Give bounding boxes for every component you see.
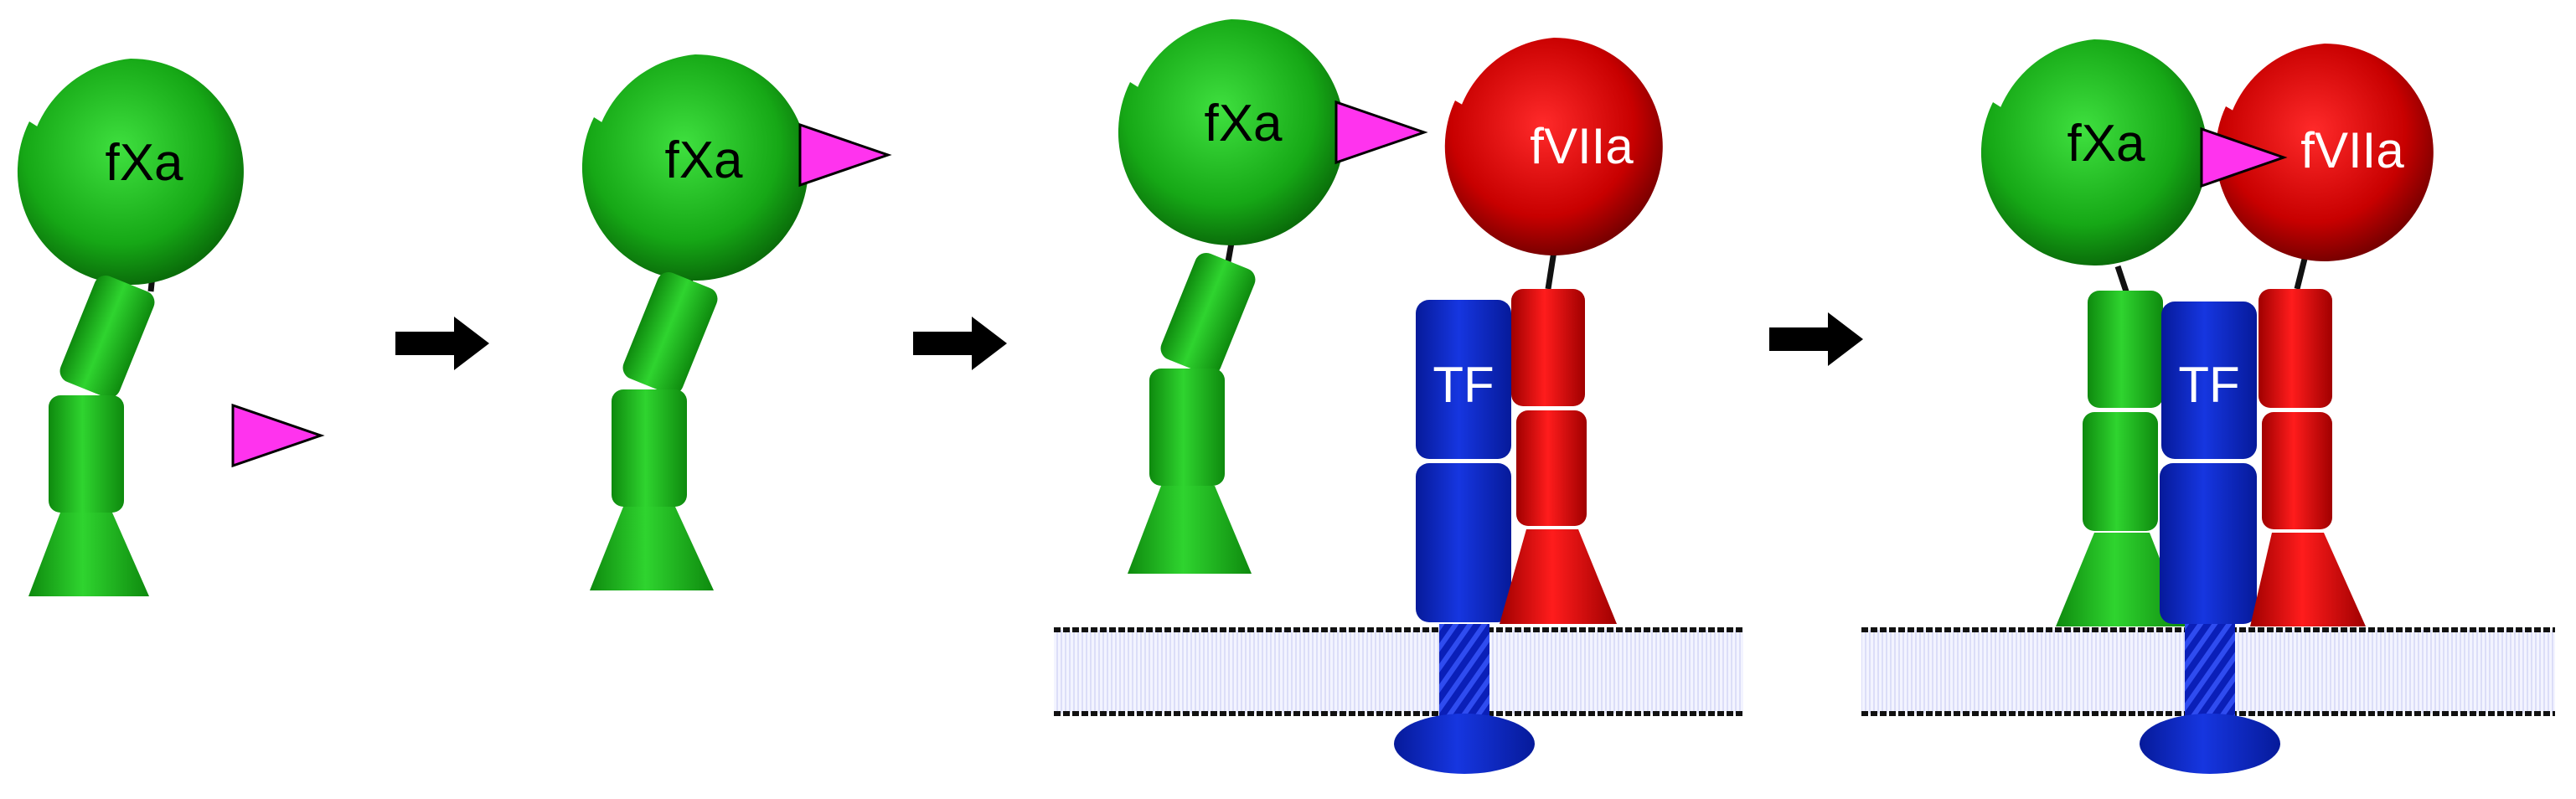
tf-cytoplasmic-tail (1394, 714, 1535, 774)
fxa-label: fXa (664, 131, 743, 189)
tf-label: TF (2178, 357, 2239, 413)
tf-domain-2 (2160, 463, 2257, 624)
arrow-1 (395, 317, 489, 370)
linker (2114, 265, 2129, 293)
tf-cytoplasmic-tail (2140, 714, 2280, 774)
tf-transmembrane-helix (1439, 624, 1489, 716)
fxa-egf-domain-2 (49, 395, 124, 513)
fxa-egf-domain-2 (612, 389, 687, 507)
fxa-gla-domain (1128, 486, 1252, 574)
fviia-egf-domain-1 (1511, 289, 1585, 406)
linker (2294, 255, 2309, 290)
tf-transmembrane-helix (2185, 624, 2235, 716)
peptide-bound (798, 123, 890, 187)
peptide-bound (2200, 126, 2288, 188)
arrow-3 (1769, 312, 1863, 366)
fxa-egf-domain-1 (622, 271, 718, 395)
tf-domain-1 (1416, 300, 1511, 459)
fviia-egf-domain-2 (2262, 412, 2332, 529)
fviia-label: fVIIa (1530, 118, 1634, 174)
fviia-egf-domain-2 (1516, 410, 1587, 526)
fxa-egf-domain-2 (1149, 369, 1225, 486)
fviia-gla-domain (1500, 529, 1617, 624)
fviia-label: fVIIa (2300, 122, 2404, 178)
step-3: fXa TF fVIIa (1054, 19, 1743, 774)
tf-domain-2 (1416, 463, 1511, 622)
fxa-label: fXa (105, 134, 183, 192)
tf-domain-1 (2161, 302, 2257, 459)
step-2: fXa (581, 54, 890, 590)
fxa-egf-domain-1 (1160, 252, 1256, 376)
fxa-label: fXa (2067, 115, 2145, 173)
cell-membrane (1054, 627, 1743, 716)
tf-label: TF (1433, 357, 1494, 413)
arrow-2 (913, 317, 1007, 370)
peptide-bound (1334, 101, 1426, 164)
fxa-gla-domain (2056, 533, 2186, 626)
step-1: fXa (17, 59, 323, 596)
fxa-egf-domain-2 (2083, 412, 2158, 531)
linker (1545, 250, 1557, 290)
fxa-egf-domain-1 (2088, 291, 2163, 408)
fxa-gla-domain (28, 513, 149, 596)
step-4: fXa TF fVIIa (1861, 39, 2555, 774)
peptide-substrate (231, 404, 323, 467)
fviia-gla-domain (2250, 533, 2366, 626)
fxa-egf-domain-1 (59, 275, 155, 399)
fxa-gla-domain (590, 507, 714, 590)
fxa-label: fXa (1204, 95, 1283, 152)
fviia-egf-domain-1 (2259, 289, 2332, 408)
